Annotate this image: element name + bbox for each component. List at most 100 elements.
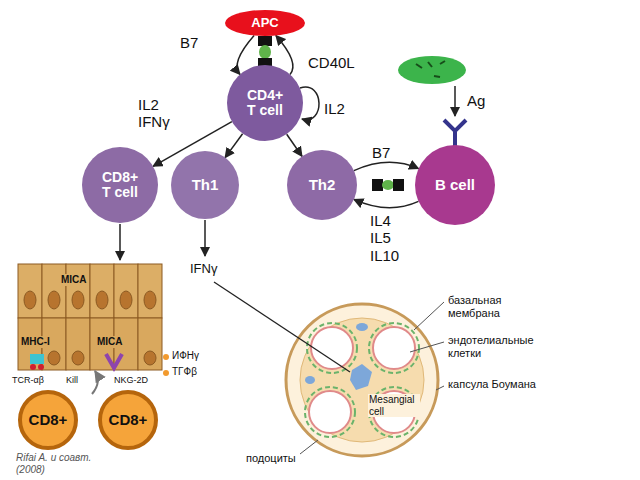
antigen-arrow (454, 86, 456, 116)
down-arrow (204, 220, 206, 256)
epithelium (66, 318, 90, 370)
glomerulus (309, 391, 351, 433)
signal-label: B7 (372, 144, 390, 161)
receptor-icon (106, 354, 122, 368)
epithelium (120, 291, 132, 309)
glomerulus (356, 323, 368, 331)
glomerulus (286, 304, 438, 456)
annotation-label: Rifai A. и соавт. (2008) (16, 452, 108, 475)
annotation-label: NKG-2D (114, 375, 148, 385)
receptor-complex (258, 36, 272, 66)
b-cell-receptor (444, 120, 466, 146)
node-text: Th1 (192, 177, 219, 194)
glomerulus (286, 304, 438, 456)
epithelium (138, 318, 162, 370)
ifn-target-line (214, 282, 350, 372)
epithelium (66, 264, 90, 318)
cell-circle: Th2 (287, 150, 357, 220)
leader-line (414, 302, 444, 330)
antigen (416, 61, 445, 77)
annotation-label: IFNγ (190, 262, 217, 277)
antigen (398, 56, 466, 84)
cell-circle: Th1 (171, 151, 239, 219)
epithelium (48, 351, 60, 365)
annotation-label: TCR-αβ (12, 375, 44, 385)
receptor-complex (258, 36, 272, 46)
leader-line (300, 440, 318, 454)
annotation-label: Mesangial cell (368, 394, 420, 417)
receptor-complex (372, 179, 404, 191)
glomerulus (305, 376, 315, 384)
connector-arrow (287, 134, 302, 156)
connector-arrow (354, 162, 419, 170)
antigen (398, 56, 466, 84)
annotation-label: IL2 (324, 100, 345, 117)
glomerulus (350, 364, 372, 390)
kill-arrow (92, 371, 98, 394)
annotation-label: ТГФβ (172, 366, 197, 378)
receptor-icon (38, 364, 44, 370)
signal-label: IL2 IFNγ (138, 96, 182, 131)
receptor-complex (382, 180, 394, 190)
receptor-complex (259, 45, 271, 59)
node-text: CD8+ (29, 412, 68, 429)
apc-ellipse: APC (225, 10, 305, 36)
connector-arrow (354, 199, 419, 207)
signal-label: CD40L (308, 54, 355, 71)
annotation-label: ИФНγ (172, 350, 199, 362)
annotation-label: подоциты (246, 452, 296, 465)
receptor-icon (30, 354, 122, 370)
epithelium (72, 351, 84, 365)
leader-line (300, 302, 444, 454)
epithelium (42, 318, 66, 370)
glomerulus (373, 327, 415, 369)
node-text: CD4+ T cell (243, 88, 287, 119)
glomerulus (373, 391, 415, 433)
annotation-label: MHC-I (20, 336, 51, 348)
epithelium (96, 291, 108, 309)
glomerulus (369, 387, 419, 437)
epithelium (90, 264, 114, 318)
connector-arrow (225, 134, 243, 158)
glomerulus (369, 323, 419, 373)
epithelium (114, 264, 138, 318)
annotation-label: капсула Боумана (448, 378, 540, 391)
cytokine-dot (163, 370, 169, 376)
signal-label: IL4 IL5 IL10 (370, 212, 406, 264)
t-cell-circle: CD8+ (98, 390, 158, 450)
receptor-complex (372, 179, 383, 191)
node-text: B cell (435, 177, 475, 194)
down-arrow (119, 224, 121, 260)
epithelium (144, 351, 156, 365)
node-text: APC (251, 16, 278, 30)
receptor-icon (30, 364, 36, 370)
t-cell-circle: CD8+ (18, 390, 78, 450)
annotation-label: Ag (467, 92, 485, 109)
glomerulus (311, 327, 353, 369)
epithelium (42, 264, 66, 318)
receptor-icon (30, 354, 44, 364)
cell-circle: B cell (415, 145, 495, 225)
epithelium (18, 264, 162, 370)
signal-label: B7 (180, 34, 198, 51)
annotation-label: базальная мембрана (448, 294, 540, 319)
epithelium (18, 264, 42, 318)
epithelium (48, 291, 60, 309)
annotation-label: Kill (66, 375, 78, 385)
cell-circle: CD8+ T cell (82, 147, 158, 223)
leader-line (436, 386, 444, 390)
annotation-label: MICA (60, 274, 88, 286)
glomerulus (305, 387, 355, 437)
annotation-label: MICA (96, 336, 124, 348)
node-text: CD8+ T cell (98, 170, 142, 201)
epithelium (24, 291, 36, 309)
node-text: Th2 (309, 177, 336, 194)
glomerulus (300, 318, 424, 442)
leader-line (410, 342, 444, 352)
node-text: CD8+ (109, 412, 148, 429)
